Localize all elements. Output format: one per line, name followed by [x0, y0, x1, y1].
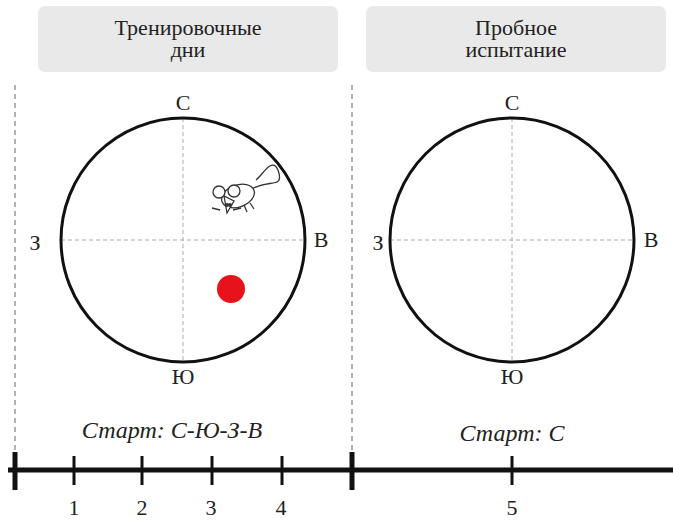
axis-line	[512, 118, 513, 362]
compass-label: С	[176, 92, 191, 114]
timeline-bound	[350, 452, 355, 490]
timeline-tick	[73, 456, 76, 485]
compass-label: З	[372, 232, 383, 254]
compass-label: З	[29, 232, 40, 254]
axis-line	[183, 118, 184, 362]
pool-circle	[61, 118, 305, 362]
header-box: Тренировочные дни	[38, 6, 338, 72]
day-number: 2	[137, 497, 148, 519]
compass-label: В	[644, 229, 659, 251]
start-note: Старт: С	[460, 421, 565, 445]
timeline-tick	[141, 456, 144, 485]
timeline-axis	[8, 468, 673, 473]
timeline-tick	[211, 456, 214, 485]
day-number: 3	[206, 497, 217, 519]
header-text: Тренировочные дни	[101, 17, 276, 61]
mouse-icon	[212, 165, 280, 213]
start-note: Старт: С-Ю-З-В	[82, 418, 262, 442]
timeline-tick	[281, 456, 284, 485]
compass-label: Ю	[172, 366, 195, 388]
day-number: 4	[276, 497, 287, 519]
day-number: 5	[507, 497, 518, 519]
header-text: Пробное испытание	[429, 17, 604, 61]
timeline-tick	[511, 456, 514, 485]
day-number: 1	[69, 497, 80, 519]
header-box: Пробное испытание	[366, 6, 666, 72]
divider-line	[14, 85, 16, 452]
compass-label: В	[314, 229, 329, 251]
timeline-bound	[13, 452, 18, 490]
pool-circle	[390, 118, 634, 362]
compass-label: С	[505, 92, 520, 114]
platform-dot	[217, 275, 245, 303]
compass-label: Ю	[501, 366, 524, 388]
divider-line	[351, 85, 353, 452]
